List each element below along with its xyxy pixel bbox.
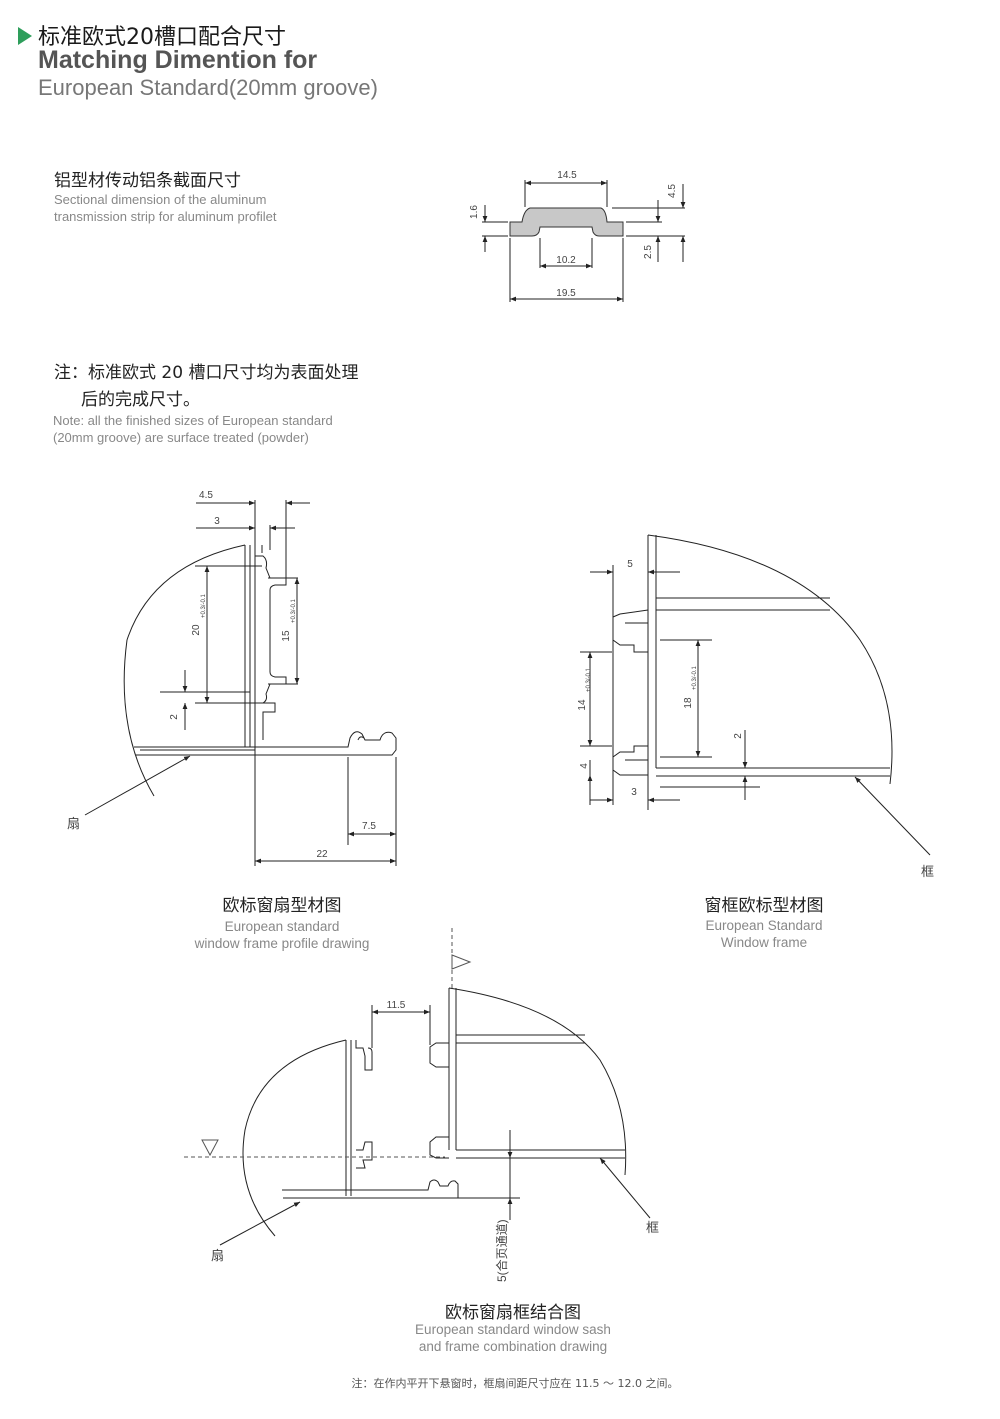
page-title-en: Matching Dimention for (38, 46, 318, 74)
frame-dim-3: 3 (631, 787, 637, 798)
strip-dim-right-top: 4.5 (667, 184, 678, 198)
strip-dim-top: 14.5 (557, 170, 577, 181)
sash-dim-2: 2 (169, 714, 180, 720)
sash-profile-drawing (84, 500, 397, 866)
strip-title-cn: 铝型材传动铝条截面尺寸 (54, 171, 241, 191)
frame-caption-en-2: Window frame (720, 935, 808, 950)
sash-caption-en-2: window frame profile drawing (194, 936, 370, 951)
combo-dim-115: 11.5 (387, 1000, 406, 1011)
frame-caption-en-1: European Standard (705, 918, 823, 933)
strip-dim-bottom: 19.5 (556, 288, 576, 299)
frame-dim-2: 2 (733, 733, 744, 739)
strip-dim-left: 1.6 (469, 205, 480, 219)
note-cn-1: 注：标准欧式 20 槽口尺寸均为表面处理 (54, 363, 359, 383)
combo-dim-5: 5(合页通道) (494, 1219, 509, 1282)
page-subtitle-en: European Standard(20mm groove) (38, 75, 378, 100)
sash-caption-en-1: European standard (224, 919, 340, 934)
frame-label: 框 (921, 864, 934, 879)
sash-dim-45: 4.5 (199, 490, 213, 501)
aluminum-strip-section (482, 180, 686, 302)
combo-sash-label: 扇 (211, 1248, 224, 1263)
combo-caption-en-2: and frame combination drawing (418, 1339, 608, 1354)
frame-dim-5: 5 (627, 559, 633, 570)
page-title-cn: 标准欧式20槽口配合尺寸 (38, 25, 286, 50)
sash-caption-cn: 欧标窗扇型材图 (222, 896, 342, 916)
note-cn-2: 后的完成尺寸。 (81, 390, 200, 410)
frame-dim-4: 4 (579, 763, 590, 769)
frame-dim-14: 14 (577, 699, 588, 711)
strip-desc-en-1: Sectional dimension of the aluminum (54, 192, 267, 207)
frame-dim-14-tol: +0.3/-0.1 (586, 667, 592, 692)
strip-dim-right-bottom: 2.5 (643, 245, 654, 259)
sash-dim-20: 20 (191, 624, 202, 636)
note-en-1: Note: all the finished sizes of European… (53, 413, 333, 428)
strip-dim-inner: 10.2 (556, 255, 576, 266)
combination-drawing (184, 928, 651, 1246)
sash-dim-22: 22 (316, 849, 328, 860)
sash-dim-75: 7.5 (362, 821, 376, 832)
frame-caption-cn: 窗框欧标型材图 (704, 896, 824, 916)
sash-label: 扇 (67, 816, 80, 831)
combo-frame-label: 框 (646, 1220, 659, 1235)
sash-dim-20-tol: +0.3/-0.1 (201, 593, 207, 618)
sash-dim-15: 15 (281, 630, 292, 642)
sash-dim-3: 3 (214, 516, 220, 527)
combo-caption-cn: 欧标窗扇框结合图 (445, 1303, 581, 1323)
frame-profile-drawing (580, 534, 931, 856)
footnote: 注：在作内平开下悬窗时，框扇间距尺寸应在 11.5 ～ 12.0 之间。 (351, 1377, 679, 1390)
note-en-2: (20mm groove) are surface treated (powde… (53, 430, 309, 445)
frame-dim-18-tol: +0.3/-0.1 (692, 665, 698, 690)
play-arrow-icon (18, 27, 32, 45)
strip-desc-en-2: transmission strip for aluminum profilet (54, 209, 277, 224)
sash-dim-15-tol: +0.3/-0.1 (291, 598, 297, 623)
frame-dim-18: 18 (683, 697, 694, 709)
combo-caption-en-1: European standard window sash (415, 1322, 611, 1337)
